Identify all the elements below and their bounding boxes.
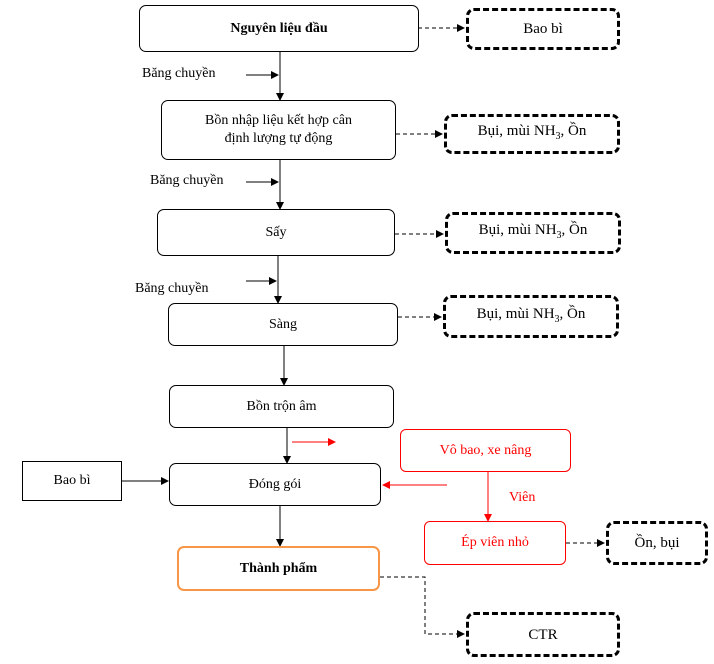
waste-emission-sieve-label: Bụi, mùi NH3, Ồn — [476, 305, 586, 325]
waste-emission-hopper: Bụi, mùi NH3, Ồn — [444, 114, 620, 154]
node-dry: Sấy — [157, 209, 395, 256]
waste-noise-dust: Ồn, bụi — [606, 521, 708, 565]
waste-solid: CTR — [466, 612, 620, 657]
waste-emission-dry-label: Bụi, mùi NH3, Ồn — [478, 222, 588, 241]
waste-emission-sieve: Bụi, mùi NH3, Ồn — [443, 295, 619, 338]
node-hopper-label-2: định lượng tự động — [224, 131, 333, 146]
waste-emission-dry: Bụi, mùi NH3, Ồn — [445, 212, 621, 254]
conveyor-label-2: Băng chuyền — [150, 173, 224, 188]
pellet-flow-label: Viên — [509, 490, 536, 505]
input-packaging: Bao bì — [22, 461, 122, 501]
arrow-product-to-ctr — [380, 576, 465, 638]
node-pack-label: Đóng gói — [248, 476, 302, 492]
node-sieve: Sàng — [168, 303, 398, 346]
waste-packaging-label: Bao bì — [523, 21, 563, 37]
waste-packaging: Bao bì — [466, 8, 620, 50]
node-dry-label: Sấy — [265, 224, 287, 240]
node-hopper-label-1: Bồn nhập liệu kết hợp cân — [205, 113, 352, 128]
conveyor-label-3: Băng chuyền — [135, 281, 209, 296]
node-raw-material: Nguyên liệu đầu — [139, 5, 419, 52]
node-pellet-label: Ép viên nhỏ — [461, 535, 529, 550]
node-product: Thành phẩm — [177, 546, 380, 591]
node-bagging: Vô bao, xe nâng — [400, 429, 571, 472]
waste-solid-label: CTR — [528, 626, 558, 643]
node-bagging-label: Vô bao, xe nâng — [439, 442, 532, 458]
input-packaging-label: Bao bì — [53, 473, 91, 488]
node-mix-label: Bồn trộn âm — [246, 398, 317, 414]
waste-noise-dust-label: Ồn, bụi — [634, 535, 680, 551]
node-mix: Bồn trộn âm — [169, 385, 394, 428]
node-product-label: Thành phẩm — [239, 560, 318, 576]
conveyor-label-1: Băng chuyền — [142, 66, 216, 81]
node-raw-material-label: Nguyên liệu đầu — [230, 20, 328, 36]
node-pellet: Ép viên nhỏ — [424, 521, 566, 565]
node-hopper: Bồn nhập liệu kết hợp cân định lượng tự … — [161, 100, 396, 160]
node-sieve-label: Sàng — [269, 316, 297, 332]
node-pack: Đóng gói — [169, 463, 381, 506]
waste-emission-hopper-label: Bụi, mùi NH3, Ồn — [477, 123, 587, 142]
